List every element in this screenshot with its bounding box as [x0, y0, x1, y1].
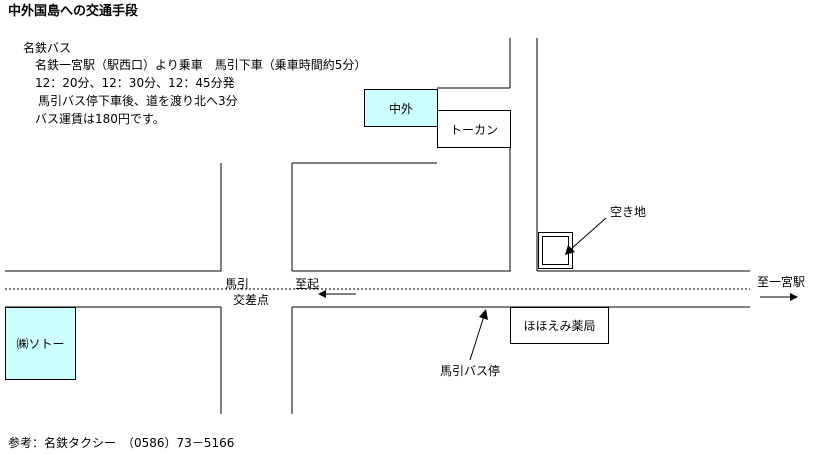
bus-info-route: 名鉄一宮駅（駅西口）より乗車 馬引下車（乗車時間約5分） [35, 58, 367, 72]
vacant-lot-label: 空き地 [610, 205, 647, 219]
vacant-lot-marker [538, 232, 573, 269]
road-edge [292, 148, 511, 272]
intersection-label: 交差点 [233, 293, 270, 307]
arrow-left-icon [318, 290, 356, 298]
bus-info-heading: 名鉄バス [23, 41, 72, 55]
sato-building: ㈱ソトー [5, 307, 76, 380]
chugai-building: 中外 [364, 89, 438, 127]
taxi-footer: 参考：名鉄タクシー （0586）73－5166 [8, 436, 235, 450]
bus-info-fare: バス運賃は180円です。 [35, 112, 165, 126]
to-oki-label: 至起 [295, 277, 320, 291]
hohoemi-pharmacy: ほほえみ薬局 [510, 307, 609, 344]
umahiki-label: 馬引 [225, 277, 250, 291]
arrow-right-icon [760, 293, 798, 301]
to-ichinomiya-label: 至一宮駅 [757, 275, 806, 289]
tokan-building: トーカン [437, 110, 511, 148]
bus-info-times: 12：20分、12：30分、12：45分発 [35, 76, 235, 90]
bus-stop-label: 馬引バス停 [440, 364, 501, 378]
page-title: 中外国島への交通手段 [8, 4, 139, 19]
bus-info-walk: 馬引バス停下車後、道を渡り北へ3分 [38, 94, 238, 108]
pointer-bus-stop-icon [469, 309, 488, 361]
